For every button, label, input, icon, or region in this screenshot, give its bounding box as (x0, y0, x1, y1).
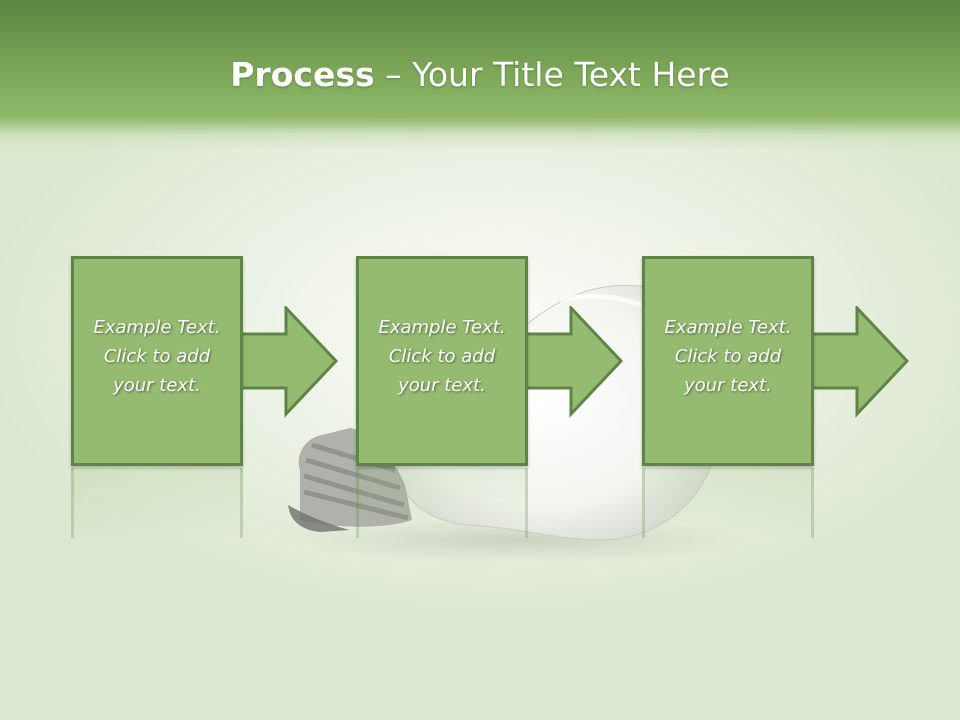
step-1-line-2: Click to add (103, 346, 211, 367)
process-step-2[interactable]: Example Text. Click to add your text. (356, 256, 528, 466)
step-3-reflection (642, 468, 814, 538)
step-2-line-1: Example Text. (378, 317, 506, 338)
step-2-text[interactable]: Example Text. Click to add your text. (359, 313, 525, 400)
arrow-right-icon (812, 306, 910, 418)
step-3-line-2: Click to add (674, 346, 782, 367)
process-step-3[interactable]: Example Text. Click to add your text. (642, 256, 814, 466)
step-2-line-3: your text. (398, 375, 486, 396)
step-1-line-3: your text. (113, 375, 201, 396)
step-3-line-1: Example Text. (664, 317, 792, 338)
step-1-text[interactable]: Example Text. Click to add your text. (74, 313, 240, 400)
step-1-reflection (71, 468, 243, 538)
slide-title[interactable]: Process – Your Title Text Here (0, 52, 960, 98)
step-1-line-1: Example Text. (93, 317, 221, 338)
step-3-line-3: your text. (684, 375, 772, 396)
arrow-right-icon (526, 306, 624, 418)
title-banner (0, 0, 960, 150)
step-3-text[interactable]: Example Text. Click to add your text. (645, 313, 811, 400)
arrow-right-icon (241, 306, 339, 418)
step-2-line-2: Click to add (388, 346, 496, 367)
process-step-1[interactable]: Example Text. Click to add your text. (71, 256, 243, 466)
step-2-reflection (356, 468, 528, 538)
title-rest-text: – Your Title Text Here (374, 55, 730, 94)
title-bold-text: Process (230, 55, 375, 94)
